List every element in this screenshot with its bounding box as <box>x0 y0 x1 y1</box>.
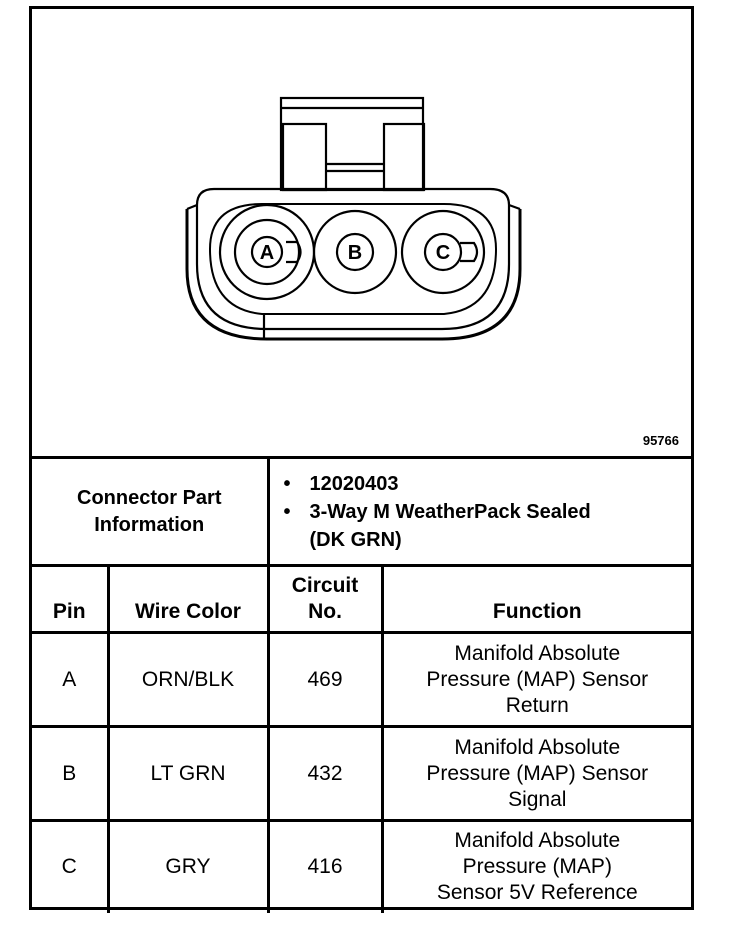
circuit-cell: 469 <box>266 631 384 728</box>
connector-chart-frame: A B C 95766 Connector Part Information •… <box>29 6 694 913</box>
header-row: Pin Wire Color Circuit No. Function <box>32 564 692 634</box>
wire-color-cell: LT GRN <box>106 725 270 822</box>
header-circuit: Circuit No. <box>266 564 384 634</box>
wire-color-cell: GRY <box>106 819 270 913</box>
function-cell: Manifold Absolute Pressure (MAP) Sensor … <box>380 631 692 728</box>
connector-info-label: Connector Part Information <box>32 456 270 567</box>
circuit-cell: 432 <box>266 725 384 822</box>
pin-cell: A <box>32 631 110 728</box>
connector-description: •3-Way M WeatherPack Sealed <box>283 500 591 523</box>
pin-label-b: B <box>348 242 362 264</box>
connector-info-values: •12020403 •3-Way M WeatherPack Sealed (D… <box>266 456 692 567</box>
connector-table: Connector Part Information •12020403 •3-… <box>32 456 692 913</box>
pin-cell: C <box>32 819 110 913</box>
pin-cavity-c <box>400 209 486 295</box>
circuit-cell: 416 <box>266 819 384 913</box>
pin-cavity-b <box>312 209 398 295</box>
header-wire-color: Wire Color <box>106 564 270 634</box>
wire-color-cell: ORN/BLK <box>106 631 270 728</box>
function-cell: Manifold Absolute Pressure (MAP) Sensor … <box>380 725 692 822</box>
function-cell: Manifold Absolute Pressure (MAP) Sensor … <box>380 819 692 913</box>
header-pin: Pin <box>32 564 110 634</box>
connector-drawing: A B C <box>185 96 522 341</box>
connector-info-row: Connector Part Information •12020403 •3-… <box>32 456 692 567</box>
table-row: B LT GRN 432 Manifold Absolute Pressure … <box>32 725 692 822</box>
table-row: C GRY 416 Manifold Absolute Pressure (MA… <box>32 819 692 913</box>
connector-figure: A B C 95766 <box>32 9 691 457</box>
connector-body <box>195 187 511 331</box>
figure-number: 95766 <box>642 433 679 448</box>
header-function: Function <box>380 564 692 634</box>
pin-label-c: C <box>436 242 450 264</box>
part-number: •12020403 <box>283 472 399 495</box>
pin-cell: B <box>32 725 110 822</box>
pin-label-a: A <box>260 242 274 264</box>
table-row: A ORN/BLK 469 Manifold Absolute Pressure… <box>32 631 692 728</box>
latch-tab-outline <box>279 96 425 192</box>
